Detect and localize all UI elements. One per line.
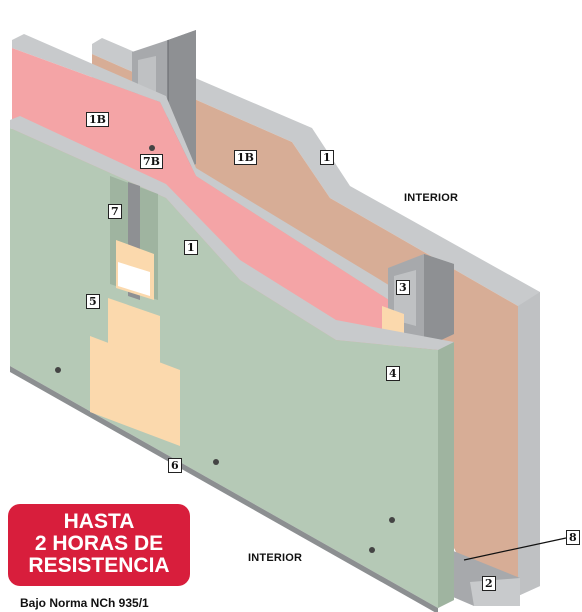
steel-stud-right	[388, 254, 454, 348]
screw-heads	[55, 145, 395, 553]
callout-7b: 7B	[140, 154, 163, 169]
interior-label-front: INTERIOR	[248, 552, 303, 564]
callout-8: 8	[566, 530, 580, 545]
interior-label-back: INTERIOR	[404, 192, 459, 204]
callout-1-top: 1	[320, 150, 334, 165]
callout-7: 7	[108, 204, 122, 219]
callout-2: 2	[482, 576, 496, 591]
callout-1-front: 1	[184, 240, 198, 255]
badge-line-3: RESISTENCIA	[28, 554, 170, 577]
norm-caption: Bajo Norma NCh 935/1	[20, 596, 149, 610]
callout-8-leader	[463, 537, 567, 561]
badge-line-1: HASTA	[63, 510, 135, 533]
callout-4: 4	[386, 366, 400, 381]
callout-1b-left: 1B	[86, 112, 109, 127]
callout-6: 6	[168, 458, 182, 473]
fire-resistance-badge: HASTA 2 HORAS DE RESISTENCIA	[8, 504, 190, 586]
badge-line-2: 2 HORAS DE	[34, 532, 164, 555]
callout-1b-mid: 1B	[234, 150, 257, 165]
callout-5: 5	[86, 294, 100, 309]
callout-3: 3	[396, 280, 410, 295]
joint-tape-patches	[90, 240, 180, 446]
